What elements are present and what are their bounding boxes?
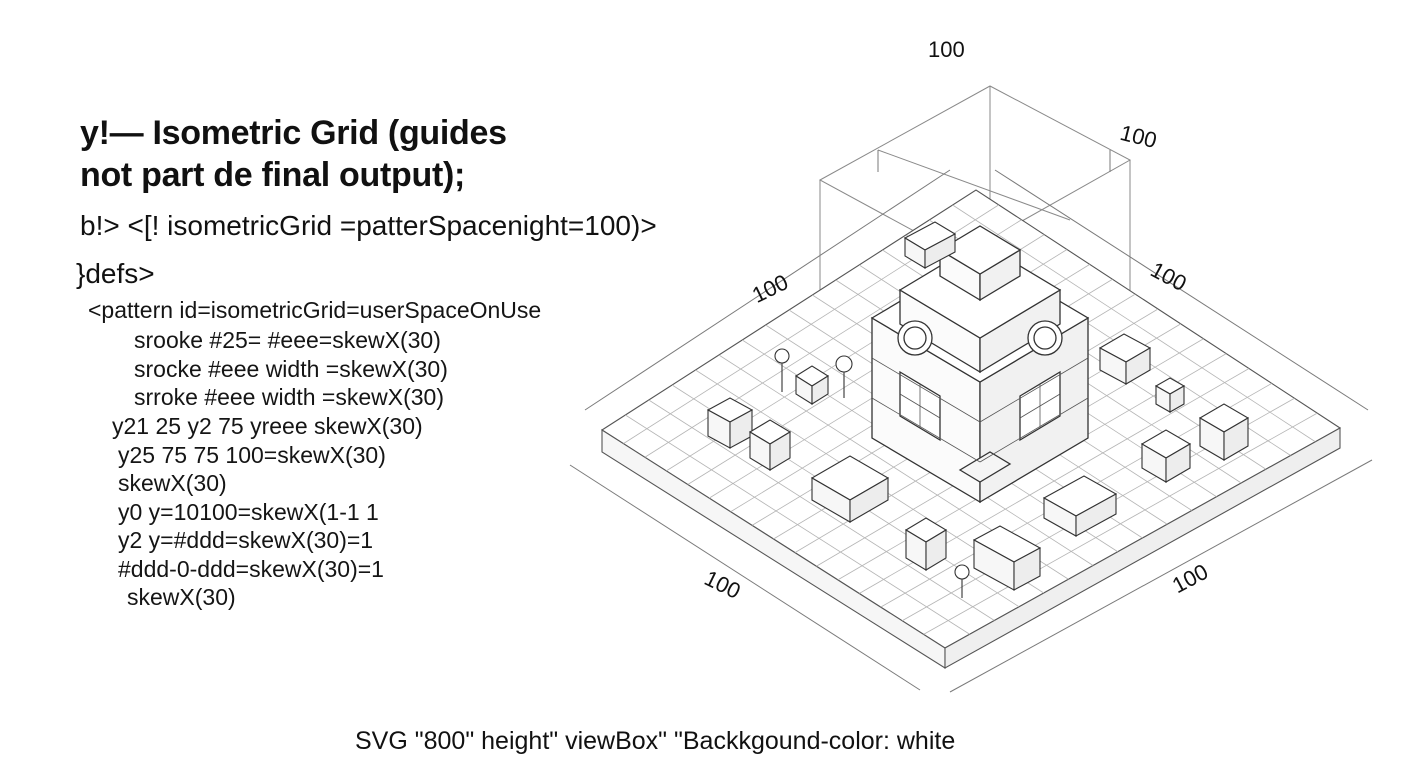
- furniture-pieces: [706, 221, 1250, 598]
- dimension-lines: [569, 150, 1373, 693]
- heading-line-1: y!— Isometric Grid (guides: [80, 114, 507, 152]
- pattern-comment-line: b!> <[! isometricGrid =patterSpacenight=…: [80, 210, 657, 241]
- dimension-label-top: 100: [928, 37, 965, 62]
- building-details: [871, 357, 1089, 463]
- code-line: srooke #25= #eee=skewX(30): [134, 327, 441, 353]
- diagram-heading: y!— Isometric Grid (guides not part de f…: [80, 112, 507, 196]
- svg-caption: SVG "800" height" viewBox" "Backkgound-c…: [355, 727, 956, 755]
- code-line: <pattern id=isometricGrid=userSpaceOnUse: [88, 297, 542, 323]
- code-line: srroke #eee width =skewX(30): [134, 384, 445, 410]
- code-line: y0 y=10100=skewX(1-1 1: [118, 499, 379, 525]
- grid-line: [923, 412, 1318, 635]
- grid-line: [952, 204, 1316, 443]
- code-line: skewX(30): [127, 584, 236, 610]
- code-line: #ddd-0-ddd=skewX(30)=1: [118, 556, 384, 582]
- code-line: y2 y=#ddd=skewX(30)=1: [118, 527, 374, 553]
- code-line: y25 75 75 100=skewX(30): [118, 442, 386, 468]
- code-line: srocke #eee width =skewX(30): [134, 356, 448, 382]
- heading-line-2: not part de final output);: [80, 156, 466, 194]
- code-line: y21 25 y2 75 yreee skewX(30): [112, 413, 423, 439]
- defs-line: }defs>: [76, 258, 155, 289]
- code-line: skewX(30): [118, 470, 227, 496]
